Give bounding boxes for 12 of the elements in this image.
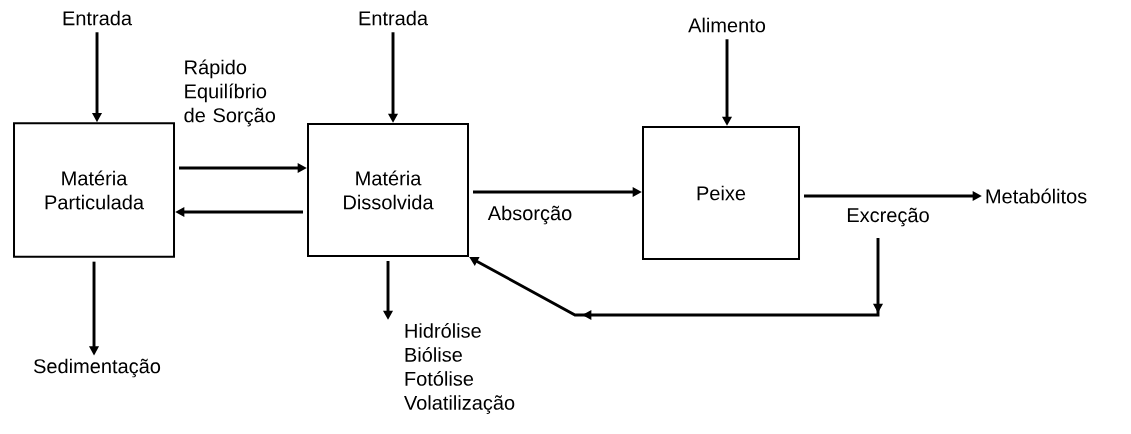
edge-label: Excreção xyxy=(845,206,931,228)
flow-label: Entrada xyxy=(359,10,429,26)
process-box: Matéria Particulada xyxy=(13,122,175,258)
flow-label: Alimento xyxy=(688,17,766,33)
edge-label: Rápido Equilíbrio de Sorção xyxy=(182,58,299,128)
flow-label: Hidrólise Biólise Fotólise Volatilização xyxy=(404,322,515,414)
flow-label: Metabólitos xyxy=(986,188,1087,204)
process-box: Matéria Dissolvida xyxy=(307,123,469,257)
flow-label: Entrada xyxy=(63,10,133,26)
process-box: Peixe xyxy=(642,126,800,260)
flow-label: Sedimentação xyxy=(34,358,161,378)
edge-label: Absorção xyxy=(486,204,574,226)
